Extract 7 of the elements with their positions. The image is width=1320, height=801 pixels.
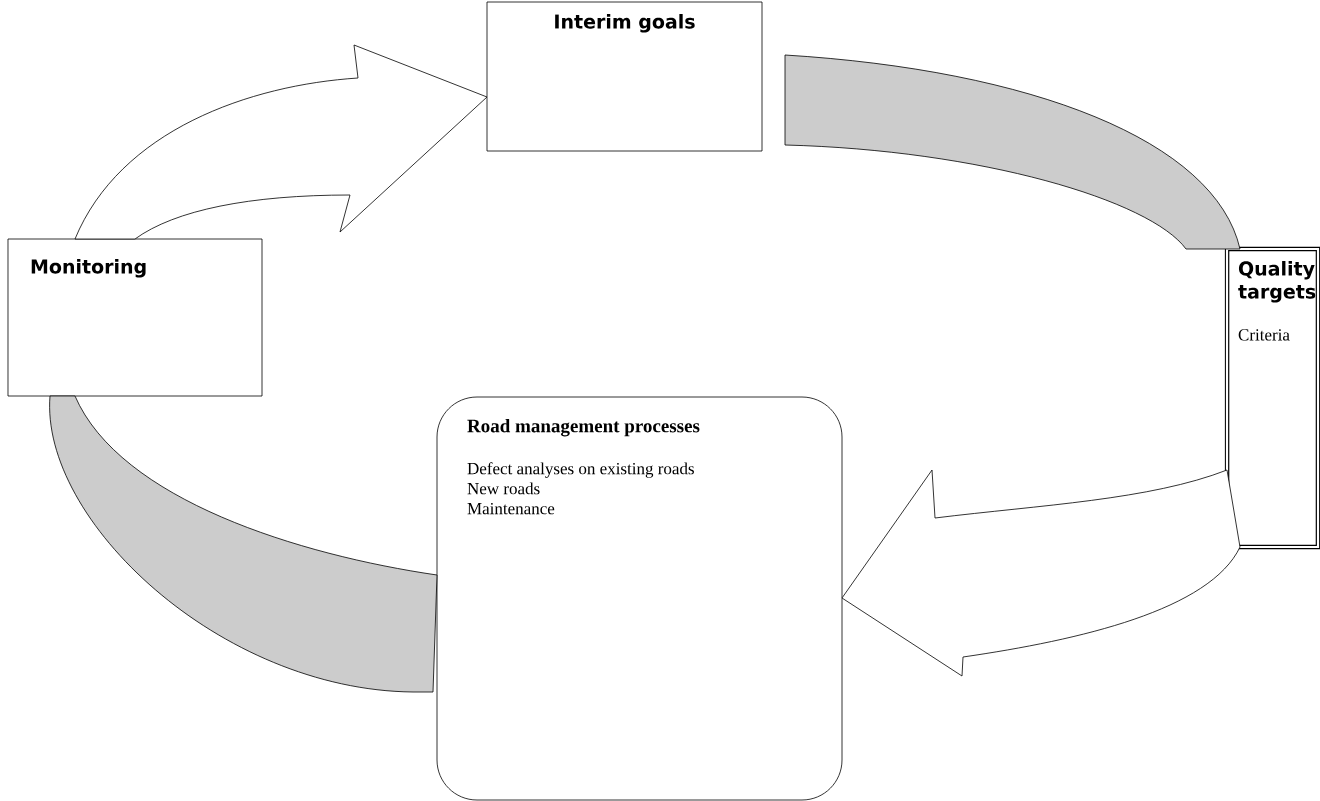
- process-box: Road management processes Defect analyses on existing roads New roads Maintenance: [436, 396, 843, 801]
- process-box: Monitoring: [7, 238, 263, 397]
- target-box: Quality targets Criteria: [1224, 246, 1320, 550]
- block-arrow: [841, 469, 1241, 677]
- block-arrow: [74, 44, 488, 240]
- curved-band: [784, 54, 1241, 250]
- process-box: Interim goals: [486, 1, 763, 152]
